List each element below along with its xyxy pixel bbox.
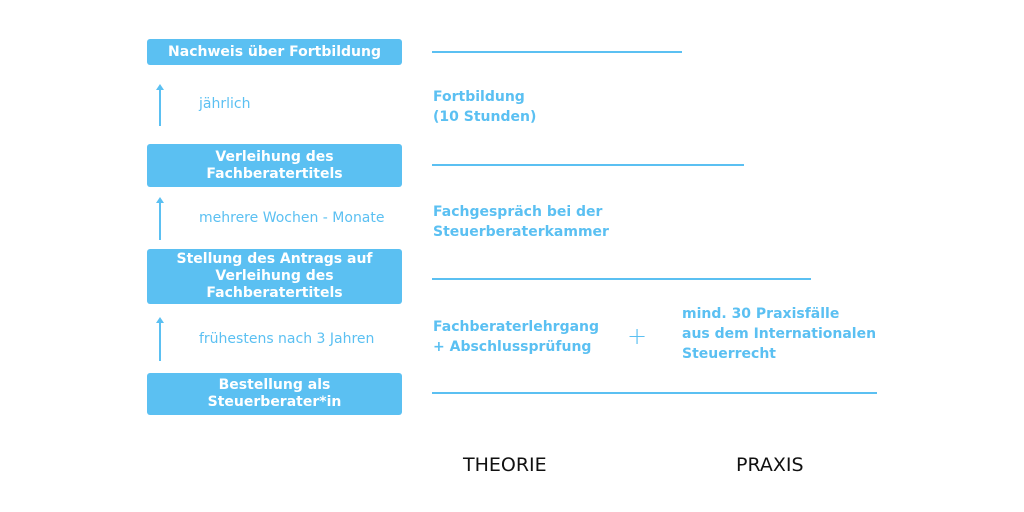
- interval-jaehrlich: jährlich: [199, 96, 251, 112]
- arrow-up-icon: [156, 197, 164, 240]
- column-label-theorie: THEORIE: [463, 454, 547, 476]
- requirement-fachgespraech: Fachgespräch bei der Steuerberaterkammer: [433, 204, 609, 240]
- divider-line: [432, 278, 811, 280]
- arrow-up-icon: [156, 317, 164, 361]
- step-stellung-antrag: Stellung des Antrags auf Verleihung des …: [147, 249, 402, 304]
- arrow-up-icon: [156, 84, 164, 126]
- step-label: Verleihung des Fachberatertitels: [206, 148, 343, 182]
- requirement-fortbildung: Fortbildung (10 Stunden): [433, 89, 537, 125]
- interval-3-jahren: frühestens nach 3 Jahren: [199, 331, 375, 347]
- divider-line: [432, 164, 744, 166]
- divider-line: [432, 392, 877, 394]
- requirement-lehrgang: Fachberaterlehrgang + Abschlussprüfung: [433, 319, 600, 355]
- step-label: Stellung des Antrags auf Verleihung des …: [176, 251, 373, 301]
- step-verleihung-fachberatertitel: Verleihung des Fachberatertitels: [147, 144, 402, 187]
- step-label: Bestellung als Steuerberater*in: [207, 377, 342, 410]
- step-label: Nachweis über Fortbildung: [168, 43, 381, 60]
- requirement-praxisfaelle: mind. 30 Praxisfälle aus dem Internation…: [682, 306, 877, 362]
- column-label-praxis: PRAXIS: [736, 454, 804, 476]
- interval-wochen-monate: mehrere Wochen - Monate: [199, 210, 385, 226]
- step-bestellung-steuerberater: Bestellung als Steuerberater*in: [147, 373, 402, 415]
- step-nachweis-fortbildung: Nachweis über Fortbildung: [147, 39, 402, 65]
- plus-icon: +: [627, 322, 648, 350]
- divider-line: [432, 51, 682, 53]
